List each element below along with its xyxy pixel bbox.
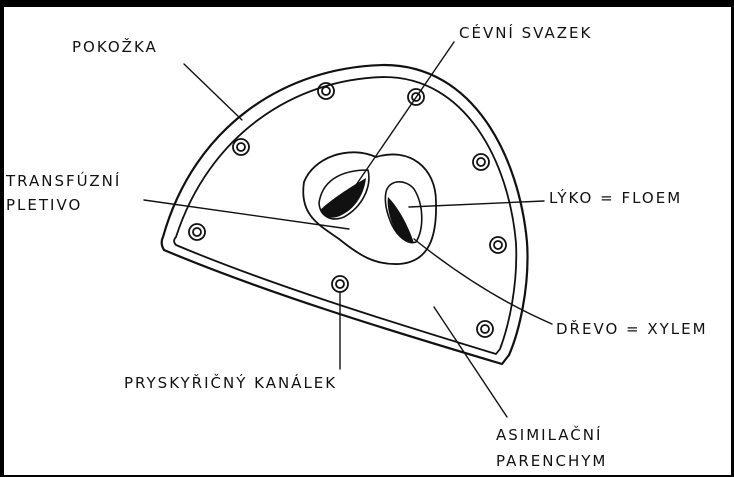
leader-drevo bbox=[414, 239, 552, 324]
drawing-sheet: POKOŽKA CÉVNÍ SVAZEK TRANSFÚZNÍ PLETIVO … bbox=[4, 7, 731, 475]
resin-canal bbox=[233, 139, 249, 155]
leader-transfuzni bbox=[144, 200, 349, 229]
resin-canal bbox=[477, 321, 493, 337]
resin-canal bbox=[490, 237, 506, 253]
label-asimilacni-line2: PARENCHYM bbox=[496, 453, 607, 470]
leader-lyko bbox=[409, 201, 544, 207]
label-lyko: LÝKO = FLOEM bbox=[549, 190, 682, 207]
label-asimilacni-line1: ASIMILAČNÍ bbox=[496, 427, 602, 444]
epidermis-outline bbox=[162, 65, 528, 364]
label-pokozka: POKOŽKA bbox=[72, 39, 158, 56]
label-transfuzni-line1: TRANSFÚZNÍ bbox=[6, 173, 121, 190]
needle-cross-section-drawing bbox=[4, 7, 731, 475]
label-cevni-svazek: CÉVNÍ SVAZEK bbox=[459, 25, 592, 42]
leader-cevni-svazek bbox=[356, 42, 454, 185]
resin-canal bbox=[332, 276, 348, 292]
leader-pokozka bbox=[184, 64, 242, 120]
resin-canal bbox=[473, 154, 489, 170]
label-drevo: DŘEVO = XYLEM bbox=[556, 321, 708, 338]
resin-canal bbox=[189, 224, 205, 240]
label-transfuzni-line2: PLETIVO bbox=[6, 197, 82, 214]
label-pryskyricny: PRYSKYŘIČNÝ KANÁLEK bbox=[124, 375, 337, 392]
xylem-right bbox=[388, 197, 414, 243]
